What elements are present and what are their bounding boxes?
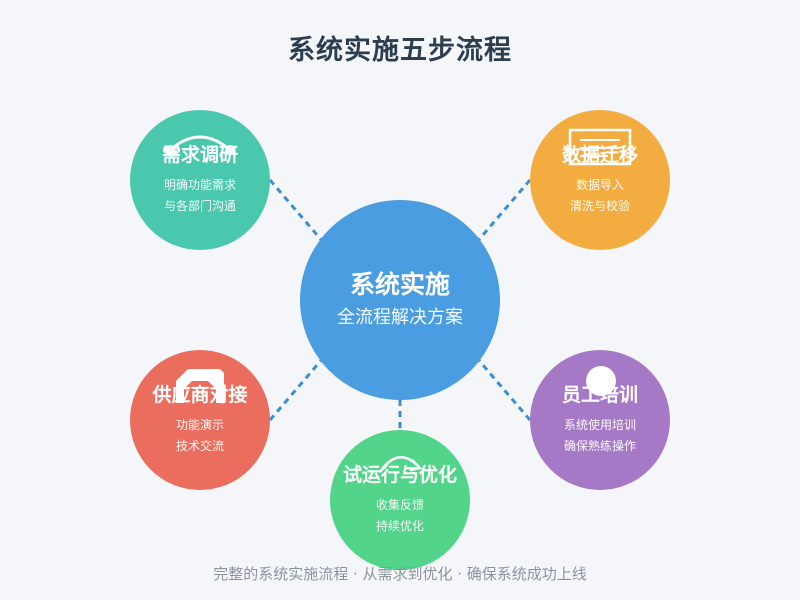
step-description-line: 收集反馈 [375, 497, 424, 512]
step-description-line: 数据导入 [575, 177, 624, 192]
person-icon [586, 366, 616, 396]
center-node-subtitle: 全流程解决方案 [337, 307, 463, 329]
step-description-line: 技术交流 [175, 438, 224, 453]
page-title: 系统实施五步流程 [288, 35, 512, 66]
handshake-arc-icon [165, 135, 235, 155]
step-title: 员工培训 [561, 384, 638, 407]
center-node: 系统实施 全流程解决方案 [300, 200, 500, 400]
step-title: 需求调研 [161, 144, 238, 167]
step-node-requirements: 需求调研 明确功能需求 与各部门沟通 [130, 110, 270, 250]
connector-training [468, 349, 532, 421]
connector-vendor [268, 349, 332, 421]
step-description-line: 持续优化 [375, 518, 424, 533]
step-description: 明确功能需求 与各部门沟通 [164, 175, 236, 217]
footer-caption: 完整的系统实施流程 · 从需求到优化 · 确保系统成功上线 [213, 565, 587, 583]
connector-requirements [268, 179, 332, 251]
step-title: 供应商对接 [152, 384, 248, 407]
step-description: 功能演示 技术交流 [176, 415, 224, 457]
step-node-training: 员工培训 系统使用培训 确保熟练操作 [530, 350, 670, 490]
step-title: 数据迁移 [561, 144, 638, 167]
step-description-line: 功能演示 [175, 417, 224, 432]
step-description: 系统使用培训 确保熟练操作 [564, 415, 636, 457]
step-node-vendor: 供应商对接 功能演示 技术交流 [130, 350, 270, 490]
step-description-line: 明确功能需求 [163, 177, 236, 192]
step-description-line: 清洗与校验 [569, 198, 630, 213]
step-description-line: 与各部门沟通 [163, 198, 236, 213]
center-node-title: 系统实施 [349, 269, 450, 299]
document-icon [568, 128, 632, 166]
step-node-data-migration: 数据迁移 数据导入 清洗与校验 [530, 110, 670, 250]
step-node-trial-run: 试运行与优化 收集反馈 持续优化 [330, 430, 470, 570]
step-description: 收集反馈 持续优化 [376, 495, 424, 537]
building-icon [176, 369, 224, 403]
step-description-line: 确保熟练操作 [563, 438, 636, 453]
step-title: 试运行与优化 [342, 464, 457, 487]
connector-data-migration [468, 179, 532, 251]
refresh-arrow-icon [378, 456, 423, 473]
step-description-line: 系统使用培训 [563, 417, 636, 432]
step-description: 数据导入 清洗与校验 [570, 175, 630, 217]
